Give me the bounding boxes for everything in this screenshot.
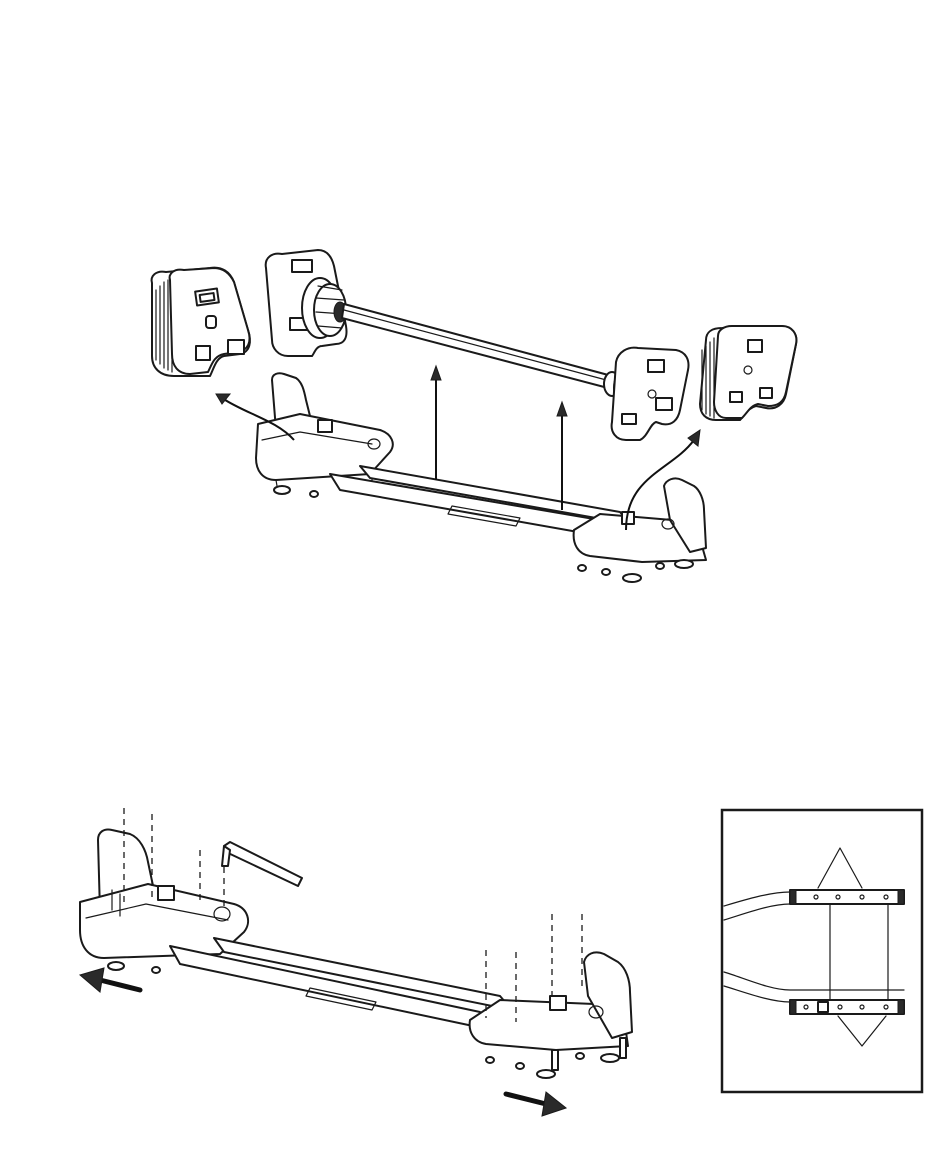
push-arrow-right (506, 1094, 546, 1104)
spindle-assembly (266, 250, 689, 440)
push-arrow-left (100, 980, 140, 990)
right-foot-pad (700, 326, 796, 420)
hex-key (222, 842, 302, 886)
adjustment-detail-inset (722, 810, 922, 1092)
bottom-step (80, 808, 632, 1116)
top-step (152, 250, 797, 582)
base-frame-bottom (80, 829, 632, 1078)
left-foot-pad (152, 268, 250, 376)
